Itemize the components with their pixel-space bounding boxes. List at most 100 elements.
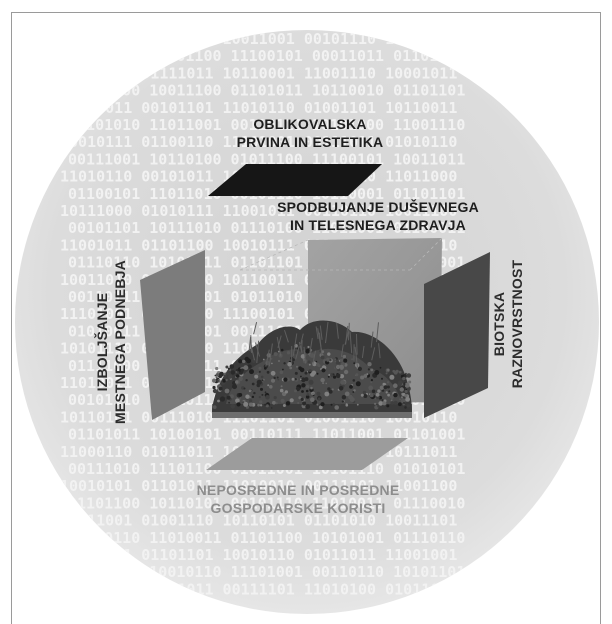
flower-stem	[361, 345, 365, 358]
foliage-dot	[326, 357, 330, 361]
flower-stem	[356, 333, 358, 355]
flower-stem	[276, 336, 282, 356]
foliage-dot	[297, 401, 300, 405]
foliage-dot	[403, 383, 406, 386]
foliage-dot	[386, 381, 390, 384]
foliage-dot	[305, 395, 310, 399]
label-line: GOSPODARSKE KORISTI	[210, 500, 386, 516]
flower-stem	[295, 346, 300, 360]
foliage-dot	[242, 401, 245, 404]
foliage-dot	[328, 389, 333, 394]
foliage-dot	[353, 362, 356, 365]
foliage-dot	[259, 404, 263, 407]
foliage-dot	[321, 350, 325, 354]
foliage-dot	[295, 386, 301, 392]
foliage-dot	[256, 379, 262, 385]
foliage-dot	[229, 394, 234, 399]
foliage-dot	[278, 360, 280, 362]
label-line: SPODBUJANJE DUŠEVNEGA	[277, 199, 479, 215]
foliage-dot	[219, 396, 226, 402]
foliage-dot	[299, 367, 305, 373]
foliage-dot	[224, 372, 227, 375]
foliage-dot	[279, 370, 284, 375]
foliage-dot	[387, 393, 390, 397]
foliage-dot	[367, 362, 372, 367]
foliage-dot	[226, 370, 229, 373]
flower-stem	[349, 331, 353, 354]
label-urban-climate: IZBOLJŠANJE MESTNEGA PODNEBJA	[93, 260, 129, 424]
foliage-dot	[341, 395, 347, 400]
foliage-dot	[222, 378, 226, 382]
foliage-dot	[335, 364, 341, 370]
foliage-dot	[316, 391, 321, 396]
foliage-dot	[235, 380, 239, 384]
foliage-dot	[343, 358, 348, 363]
foliage-dot	[240, 368, 244, 372]
foliage-dot	[226, 372, 230, 375]
foliage-dot	[408, 380, 412, 384]
foliage-dot	[276, 376, 279, 379]
label-line: IZBOLJŠANJE	[94, 292, 110, 392]
foliage-dot	[325, 382, 328, 385]
foliage-dot	[322, 382, 325, 385]
foliage-dot	[283, 362, 286, 365]
binary-row: 10010101 01101011 11010010 00111101 1100…	[60, 477, 457, 495]
foliage-dot	[273, 352, 278, 357]
foliage-dot	[287, 362, 292, 367]
foliage-dot	[270, 407, 273, 409]
foliage-dot	[405, 397, 410, 402]
foliage-dot	[215, 366, 219, 371]
foliage-dot	[360, 375, 365, 380]
foliage-dot	[300, 397, 304, 401]
foliage-dot	[243, 387, 246, 390]
foliage-dot	[356, 403, 359, 406]
foliage-dot	[251, 395, 255, 399]
foliage-dot	[289, 366, 293, 370]
foliage-dot	[378, 401, 384, 406]
flower-stem	[315, 326, 319, 340]
foliage-dot	[400, 398, 406, 404]
label-line: RAZNOVRSTNOST	[509, 259, 525, 389]
label-line: BIOTSKA	[491, 291, 507, 357]
foliage-dot	[311, 392, 315, 396]
foliage-dot	[230, 403, 236, 409]
foliage-dot	[228, 401, 231, 404]
foliage-dot	[284, 390, 288, 394]
flower-stem	[308, 338, 313, 357]
foliage-dot	[226, 395, 231, 400]
foliage-dot	[349, 385, 353, 389]
foliage-dot	[218, 386, 223, 391]
flower-stem	[300, 333, 304, 345]
foliage-dot	[275, 402, 278, 405]
foliage-dot	[383, 385, 388, 390]
foliage-dot	[270, 370, 276, 376]
foliage-dot	[304, 371, 308, 375]
foliage-dot	[308, 369, 312, 373]
foliage-dot	[228, 374, 233, 379]
foliage-dot	[223, 374, 227, 378]
foliage-dot	[353, 389, 356, 392]
flower-stem	[312, 350, 316, 365]
foliage-dot	[381, 377, 383, 380]
foliage-dot	[338, 386, 344, 391]
foliage-dot	[335, 373, 341, 379]
flower-stem	[298, 341, 303, 353]
foliage-dot	[400, 396, 404, 399]
binary-row: 11011100 01110100 10011001 00101110 1001…	[60, 30, 457, 48]
flower-stem	[319, 325, 323, 340]
foliage-dot	[238, 376, 243, 381]
foliage-dot	[307, 360, 311, 364]
foliage-dot	[368, 385, 374, 391]
foliage-dot	[306, 393, 310, 396]
foliage-dot	[264, 403, 267, 406]
foliage-dot	[389, 394, 394, 399]
foliage-dot	[215, 373, 220, 377]
foliage-dot	[321, 368, 326, 373]
foliage-dot	[301, 383, 306, 388]
foliage-dot	[402, 403, 405, 406]
foliage-dot	[316, 363, 320, 367]
foliage-dot	[375, 392, 380, 397]
label-design-aesthetics: OBLIKOVALSKA PRVINA IN ESTETIKA	[220, 115, 400, 151]
foliage-dot	[327, 387, 331, 391]
foliage-dot	[224, 395, 227, 397]
